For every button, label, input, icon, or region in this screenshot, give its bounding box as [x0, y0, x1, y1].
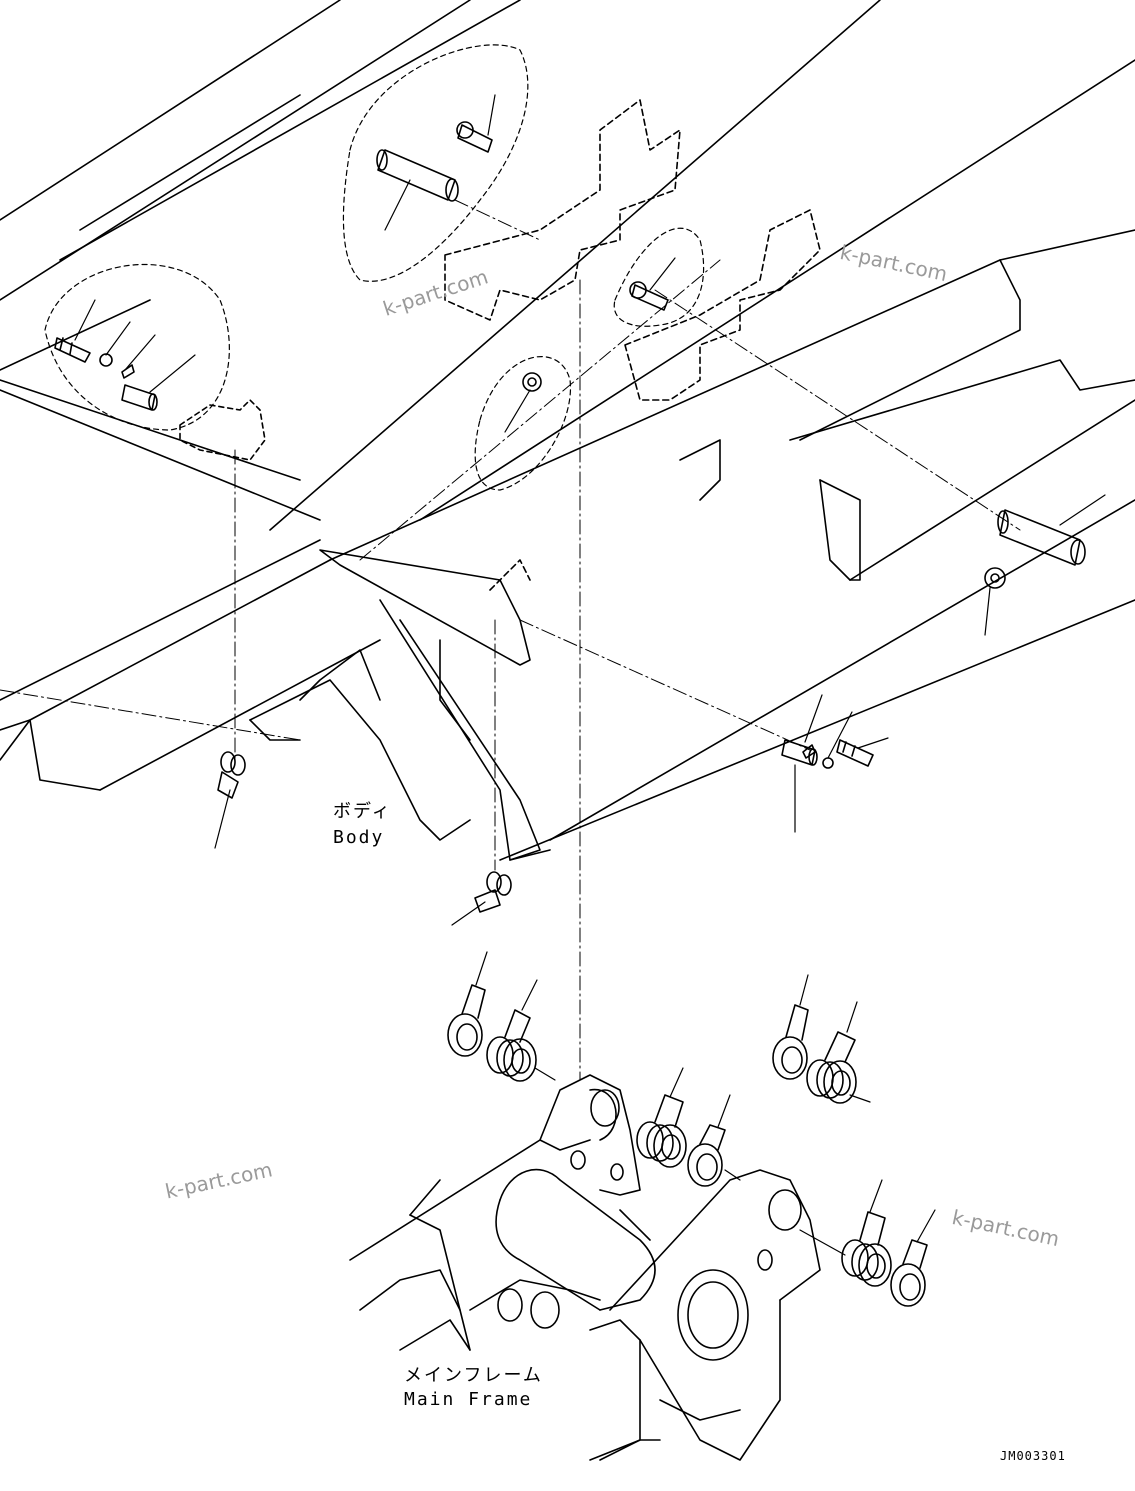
pin — [121, 384, 158, 411]
collar-pin-pair — [217, 751, 246, 799]
nut — [522, 372, 542, 392]
long-pin — [997, 509, 1086, 566]
main-frame-label-jp: メインフレーム — [404, 1365, 543, 1386]
bolt — [629, 281, 669, 311]
shim-stack — [890, 1239, 928, 1307]
body-label-jp: ボディ — [333, 801, 392, 822]
main-frame-outline — [349, 1074, 821, 1461]
leader-lines — [74, 94, 1106, 1256]
nut — [984, 567, 1006, 589]
collar-pin-pair — [474, 871, 512, 913]
small-bracket-left — [179, 399, 266, 461]
washer — [99, 353, 113, 367]
drawing-code: JM003301 — [1000, 1449, 1066, 1463]
spring-pin — [121, 364, 135, 379]
shim-stack — [636, 1094, 687, 1168]
shim-stack — [486, 1009, 537, 1082]
spring-pin — [802, 744, 816, 759]
bolt — [54, 337, 91, 363]
shim-stack — [772, 1004, 809, 1080]
shim-stack — [687, 1124, 726, 1187]
mounting-brackets — [444, 99, 821, 591]
washer — [822, 757, 834, 769]
alignment-lines — [0, 199, 1021, 1081]
shim-stack — [841, 1211, 892, 1287]
body-label-en: Body — [333, 827, 385, 848]
pin — [781, 739, 818, 766]
shim-stack — [447, 984, 486, 1057]
shim-stack — [806, 1031, 857, 1104]
body-frame-outline — [0, 0, 1135, 861]
detail-bubbles — [44, 44, 705, 491]
bolt — [836, 739, 874, 767]
bolt — [456, 121, 493, 153]
main-frame-label-en: Main Frame — [404, 1389, 533, 1410]
long-pin — [376, 149, 459, 202]
